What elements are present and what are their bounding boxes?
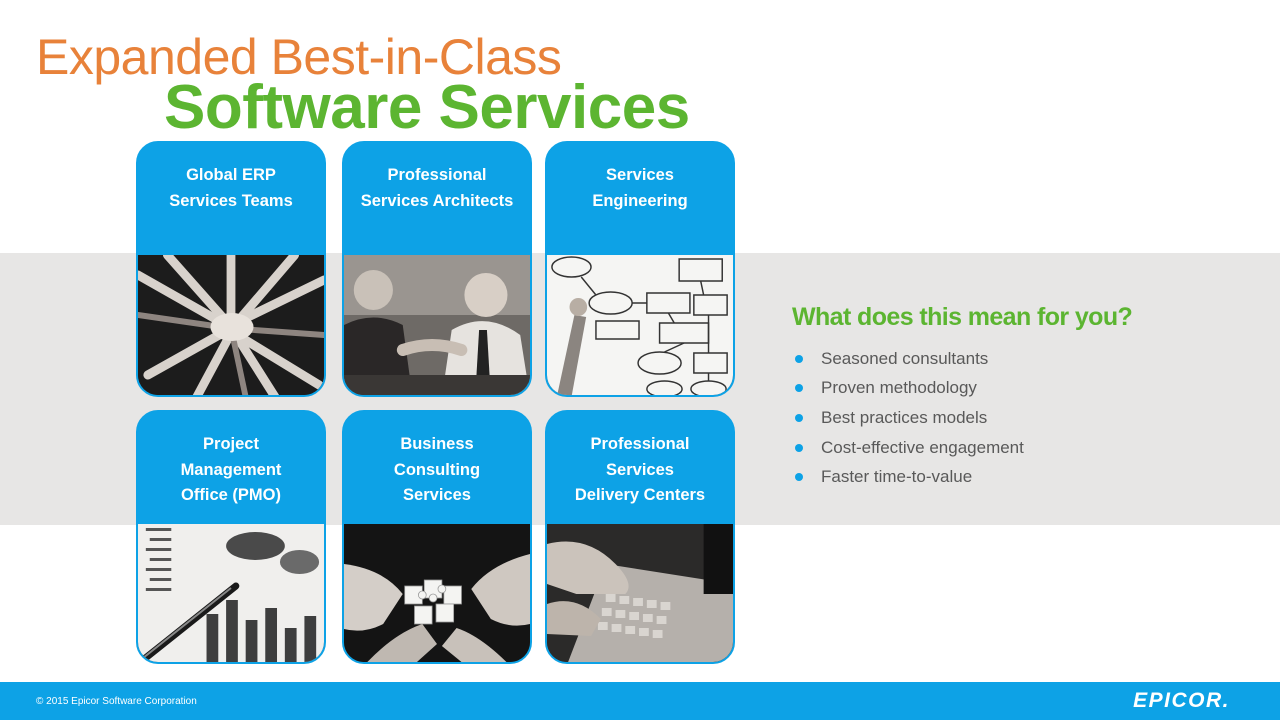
benefits-heading: What does this mean for you? [792, 303, 1133, 331]
card-project-management-office: Project Management Office (PMO) [136, 410, 326, 664]
copyright-text: © 2015 Epicor Software Corporation [36, 696, 197, 707]
puzzle-pieces-photo [344, 524, 530, 662]
benefits-list: Seasoned consultants Proven methodology … [795, 344, 1024, 492]
card-professional-services-delivery-centers: Professional Services Delivery Centers [545, 410, 735, 664]
slide-title-line2: Software Services [164, 73, 690, 142]
bullet-icon [795, 443, 803, 452]
card-label: Professional Services Delivery Centers [574, 435, 706, 504]
card-label: Project Management Office (PMO) [180, 435, 282, 504]
charts-and-pen-photo [138, 524, 324, 662]
card-label: Business Consulting Services [393, 435, 481, 504]
list-item: Best practices models [795, 403, 1024, 433]
card-label: Professional Services Architects [360, 166, 514, 210]
keyboard-typing-photo [547, 524, 733, 662]
slide-title-line1: Expanded Best-in-Class [36, 29, 562, 85]
list-item: Proven methodology [795, 374, 1024, 404]
business-handshake-photo [344, 255, 530, 395]
bullet-icon [795, 384, 803, 393]
list-item: Cost-effective engagement [795, 433, 1024, 463]
bullet-icon [795, 473, 803, 482]
list-item: Faster time-to-value [795, 462, 1024, 492]
bullet-icon [795, 354, 803, 363]
card-services-engineering: Services Engineering [545, 141, 735, 397]
card-global-erp-services-teams: Global ERP Services Teams [136, 141, 326, 397]
epicor-logo: EPICOR. [1133, 689, 1230, 712]
list-item: Seasoned consultants [795, 344, 1024, 374]
flowchart-drawing-photo [547, 255, 733, 395]
card-professional-services-architects: Professional Services Architects [342, 141, 532, 397]
card-label: Services Engineering [592, 166, 688, 210]
card-label: Global ERP Services Teams [169, 166, 293, 210]
hands-together-photo [138, 255, 324, 395]
card-business-consulting-services: Business Consulting Services [342, 410, 532, 664]
bullet-icon [795, 413, 803, 422]
footer-bar: © 2015 Epicor Software Corporation EPICO… [0, 682, 1280, 720]
